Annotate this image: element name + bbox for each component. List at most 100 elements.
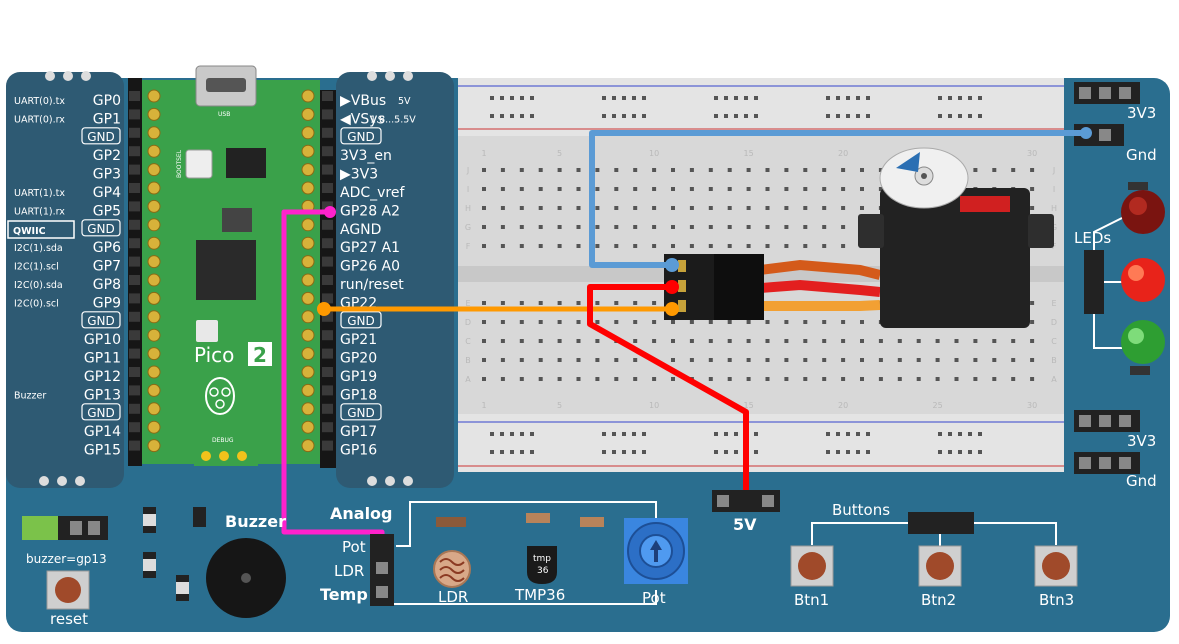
btn2-label: Btn2	[921, 591, 956, 609]
pot-label: Pot	[642, 589, 666, 607]
potentiometer[interactable]	[624, 518, 688, 584]
led-green	[1121, 320, 1165, 375]
left-pin-function: UART(1).tx	[14, 188, 65, 199]
btn3-button[interactable]	[1034, 545, 1078, 587]
right-pin-label: GP28 A2	[340, 203, 400, 219]
left-pin-label: GP2	[93, 148, 121, 164]
left-pin-label: GP4	[93, 185, 121, 201]
right-pin-label: GP17	[340, 424, 377, 440]
right-pin-label: ADC_vref	[340, 185, 405, 201]
header-5v: 5V	[712, 490, 780, 534]
left-pin-function: I2C(0).scl	[14, 298, 59, 309]
bb-row-letter: F	[466, 242, 471, 251]
reset-button[interactable]	[46, 570, 90, 610]
left-pin-function: UART(0).rx	[14, 114, 65, 125]
right-pin-note: 1.8...5.5V	[370, 114, 416, 125]
wire-servo-ground	[589, 130, 1086, 268]
right-pin-label: AGND	[340, 222, 381, 238]
power-label-3v3-bottom: 3V3	[1127, 432, 1156, 450]
left-pin-label: GP12	[84, 369, 121, 385]
left-gnd-box	[81, 403, 121, 421]
pico-board: USB BOOTSEL Pico 2 DEBUG	[128, 65, 336, 468]
left-pin-function: UART(0).tx	[14, 96, 65, 107]
bb-row-letter: J	[1052, 166, 1055, 175]
bb-row-letter: H	[465, 204, 471, 213]
right-pin-label: GND	[347, 314, 375, 328]
left-pin-function: Buzzer	[14, 390, 46, 401]
buttons-title: Buttons	[832, 501, 890, 519]
bb-col-number-bottom: 30	[1027, 401, 1037, 410]
leds-label: LEDs	[1074, 229, 1111, 247]
left-header-panel: QWIIC GP0UART(0).txGP1UART(0).rxGNDGP2GP…	[6, 71, 124, 488]
bootsel-button[interactable]	[185, 149, 213, 179]
bb-col-number-top: 30	[1027, 149, 1037, 158]
analog-section: Analog Pot LDR Temp LDR tmp 36 TMP36 Pot	[320, 501, 688, 607]
bb-row-letter: A	[1051, 375, 1057, 384]
left-pin-label: GP15	[84, 443, 121, 459]
right-pin-label: GP21	[340, 332, 377, 348]
right-pin-note: 5V	[398, 96, 411, 107]
servo-motor	[858, 147, 1054, 328]
pico-version: 2	[253, 343, 267, 367]
right-gnd-box	[340, 127, 382, 145]
right-pin-label: GP18	[340, 387, 377, 403]
analog-pin-ldr: LDR	[334, 562, 364, 580]
bb-row-letter: F	[1052, 242, 1057, 251]
tmp36-label: TMP36	[514, 586, 565, 604]
right-gnd-box	[340, 403, 382, 421]
buzzer-jumper[interactable]	[22, 516, 108, 540]
right-pin-label: GND	[347, 406, 375, 420]
bb-col-number-bottom: 25	[933, 401, 943, 410]
right-pin-label: GND	[347, 130, 375, 144]
bb-col-number-bottom: 5	[557, 401, 562, 410]
bb-row-letter: I	[467, 185, 469, 194]
bb-row-letter: C	[465, 337, 471, 346]
btn1-button[interactable]	[790, 545, 834, 587]
left-pin-label: GP3	[93, 167, 121, 183]
right-pin-label: run/reset	[340, 277, 404, 293]
right-pin-label: GP27 A1	[340, 240, 400, 256]
analog-title: Analog	[330, 504, 393, 523]
right-pin-label: ▶3V3	[340, 167, 378, 183]
reset-label: reset	[50, 610, 88, 628]
buzzer-jumper-label: buzzer=gp13	[26, 552, 107, 566]
led-group: LEDs	[1074, 182, 1165, 375]
led-red	[1121, 258, 1165, 302]
bb-col-number-top: 1	[481, 149, 486, 158]
left-pin-function: I2C(0).sda	[14, 280, 63, 291]
right-pin-label: 3V3_en	[340, 148, 392, 164]
analog-pin-temp: Temp	[320, 585, 368, 604]
right-gnd-box	[340, 311, 382, 329]
left-gnd-box	[81, 127, 121, 145]
tmp36-marking-bottom: 36	[537, 566, 549, 576]
bb-row-letter: G	[465, 223, 471, 232]
right-pin-label: ▶VBus	[340, 93, 386, 109]
left-gnd-box	[81, 311, 121, 329]
bb-col-number-bottom: 10	[649, 401, 659, 410]
bb-row-letter: E	[1051, 299, 1056, 308]
btn2-button[interactable]	[918, 545, 962, 587]
bootsel-label: BOOTSEL	[176, 149, 183, 178]
left-pin-function: UART(1).rx	[14, 206, 65, 217]
power-label-gnd-top: Gnd	[1126, 146, 1157, 164]
left-pin-label: GP7	[93, 259, 121, 275]
left-pin-label: GP13	[84, 387, 121, 403]
tmp36-marking-top: tmp	[533, 554, 551, 564]
left-pin-label: GND	[87, 130, 115, 144]
left-pin-function: I2C(1).scl	[14, 262, 59, 273]
right-pin-label: GP16	[340, 443, 377, 459]
bb-row-letter: B	[465, 356, 471, 365]
debug-label: DEBUG	[212, 437, 234, 444]
pico-label: Pico	[194, 343, 234, 367]
btn1-label: Btn1	[794, 591, 829, 609]
bb-col-number-bottom: 15	[744, 401, 754, 410]
left-pin-label: GP10	[84, 332, 121, 348]
bb-col-number-top: 15	[744, 149, 754, 158]
left-pin-label: GP5	[93, 203, 121, 219]
bb-row-letter: D	[465, 318, 471, 327]
left-pin-label: GP0	[93, 93, 121, 109]
buttons-section: Buttons Btn1 Btn2 Btn3	[790, 501, 1078, 609]
